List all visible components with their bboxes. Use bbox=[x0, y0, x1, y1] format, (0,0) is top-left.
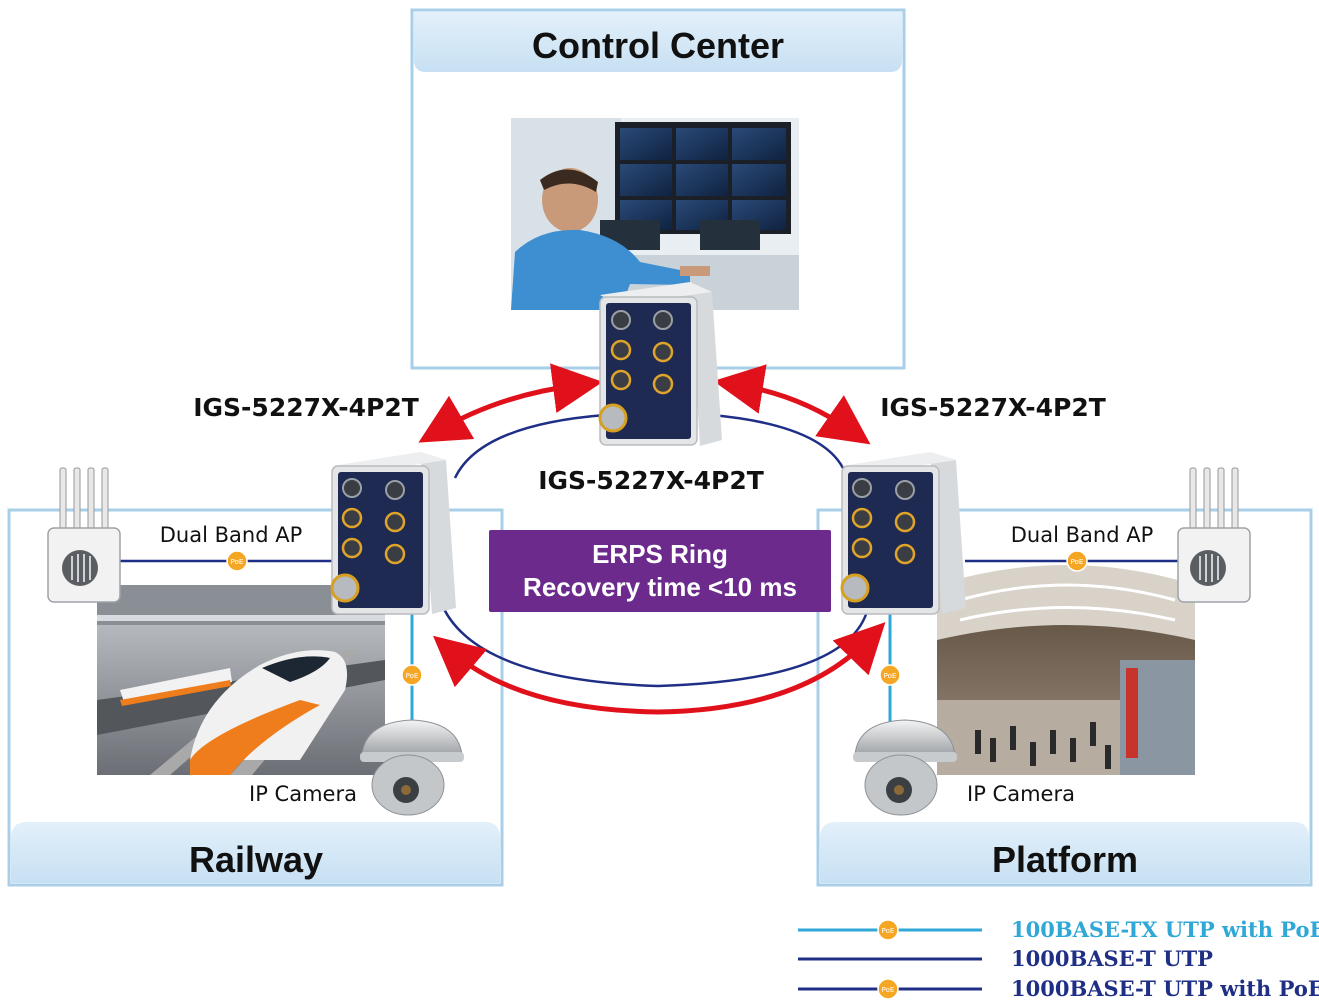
svg-text:PoE: PoE bbox=[1071, 558, 1084, 566]
poe-badge: PoE bbox=[1066, 550, 1088, 572]
camera-label-left: IP Camera bbox=[249, 782, 357, 806]
svg-text:PoE: PoE bbox=[231, 558, 244, 566]
ap-label-right: Dual Band AP bbox=[1011, 523, 1153, 547]
ap-label-left: Dual Band AP bbox=[160, 523, 302, 547]
poe-badge: PoE bbox=[401, 664, 423, 686]
svg-text:PoE: PoE bbox=[406, 672, 419, 680]
camera-label-right: IP Camera bbox=[967, 782, 1075, 806]
legend-label: 1000BASE-T UTP with PoE bbox=[1011, 976, 1319, 1001]
access-point-left-icon bbox=[47, 467, 121, 603]
switch-label-center: IGS-5227X-4P2T bbox=[538, 466, 764, 495]
erps-ring-title: ERPS Ring bbox=[592, 539, 728, 569]
switch-label-left: IGS-5227X-4P2T bbox=[193, 393, 419, 422]
erps-ring-box: ERPS Ring Recovery time <10 ms bbox=[489, 530, 831, 612]
red-arrow-right bbox=[713, 364, 871, 445]
railway-photo bbox=[97, 585, 385, 775]
zone-title-control-center: Control Center bbox=[532, 25, 784, 66]
svg-text:PoE: PoE bbox=[884, 672, 897, 680]
access-point-right-icon bbox=[1177, 467, 1251, 603]
legend-label: 100BASE-TX UTP with PoE bbox=[1011, 917, 1319, 942]
poe-badge: PoE bbox=[226, 550, 248, 572]
zone-title-platform: Platform bbox=[992, 839, 1138, 880]
red-arrow-bottom bbox=[432, 622, 886, 715]
erps-ring-line bbox=[711, 413, 845, 469]
switch-center-icon bbox=[598, 282, 722, 446]
erps-ring-recovery: Recovery time <10 ms bbox=[523, 572, 797, 602]
ip-camera-right-icon bbox=[853, 719, 957, 816]
svg-text:PoE: PoE bbox=[882, 927, 895, 935]
red-arrow-left bbox=[418, 363, 603, 443]
legend: PoE 100BASE-TX UTP with PoE 1000BASE-T U… bbox=[798, 917, 1319, 1001]
poe-badge: PoE bbox=[879, 664, 901, 686]
legend-label: 1000BASE-T UTP bbox=[1011, 946, 1213, 971]
switch-left-icon bbox=[330, 452, 456, 615]
platform-photo bbox=[937, 565, 1195, 775]
erps-ring-line bbox=[438, 599, 870, 688]
switch-label-right: IGS-5227X-4P2T bbox=[880, 393, 1106, 422]
legend-item: PoE 100BASE-TX UTP with PoE bbox=[798, 917, 1319, 942]
control-room-photo bbox=[511, 118, 799, 310]
legend-item: 1000BASE-T UTP bbox=[798, 946, 1213, 971]
legend-item: PoE 1000BASE-T UTP with PoE bbox=[798, 976, 1319, 1001]
switch-right-icon bbox=[840, 452, 966, 615]
ip-camera-left-icon bbox=[360, 719, 464, 816]
zone-title-railway: Railway bbox=[189, 839, 323, 880]
svg-text:PoE: PoE bbox=[882, 986, 895, 994]
